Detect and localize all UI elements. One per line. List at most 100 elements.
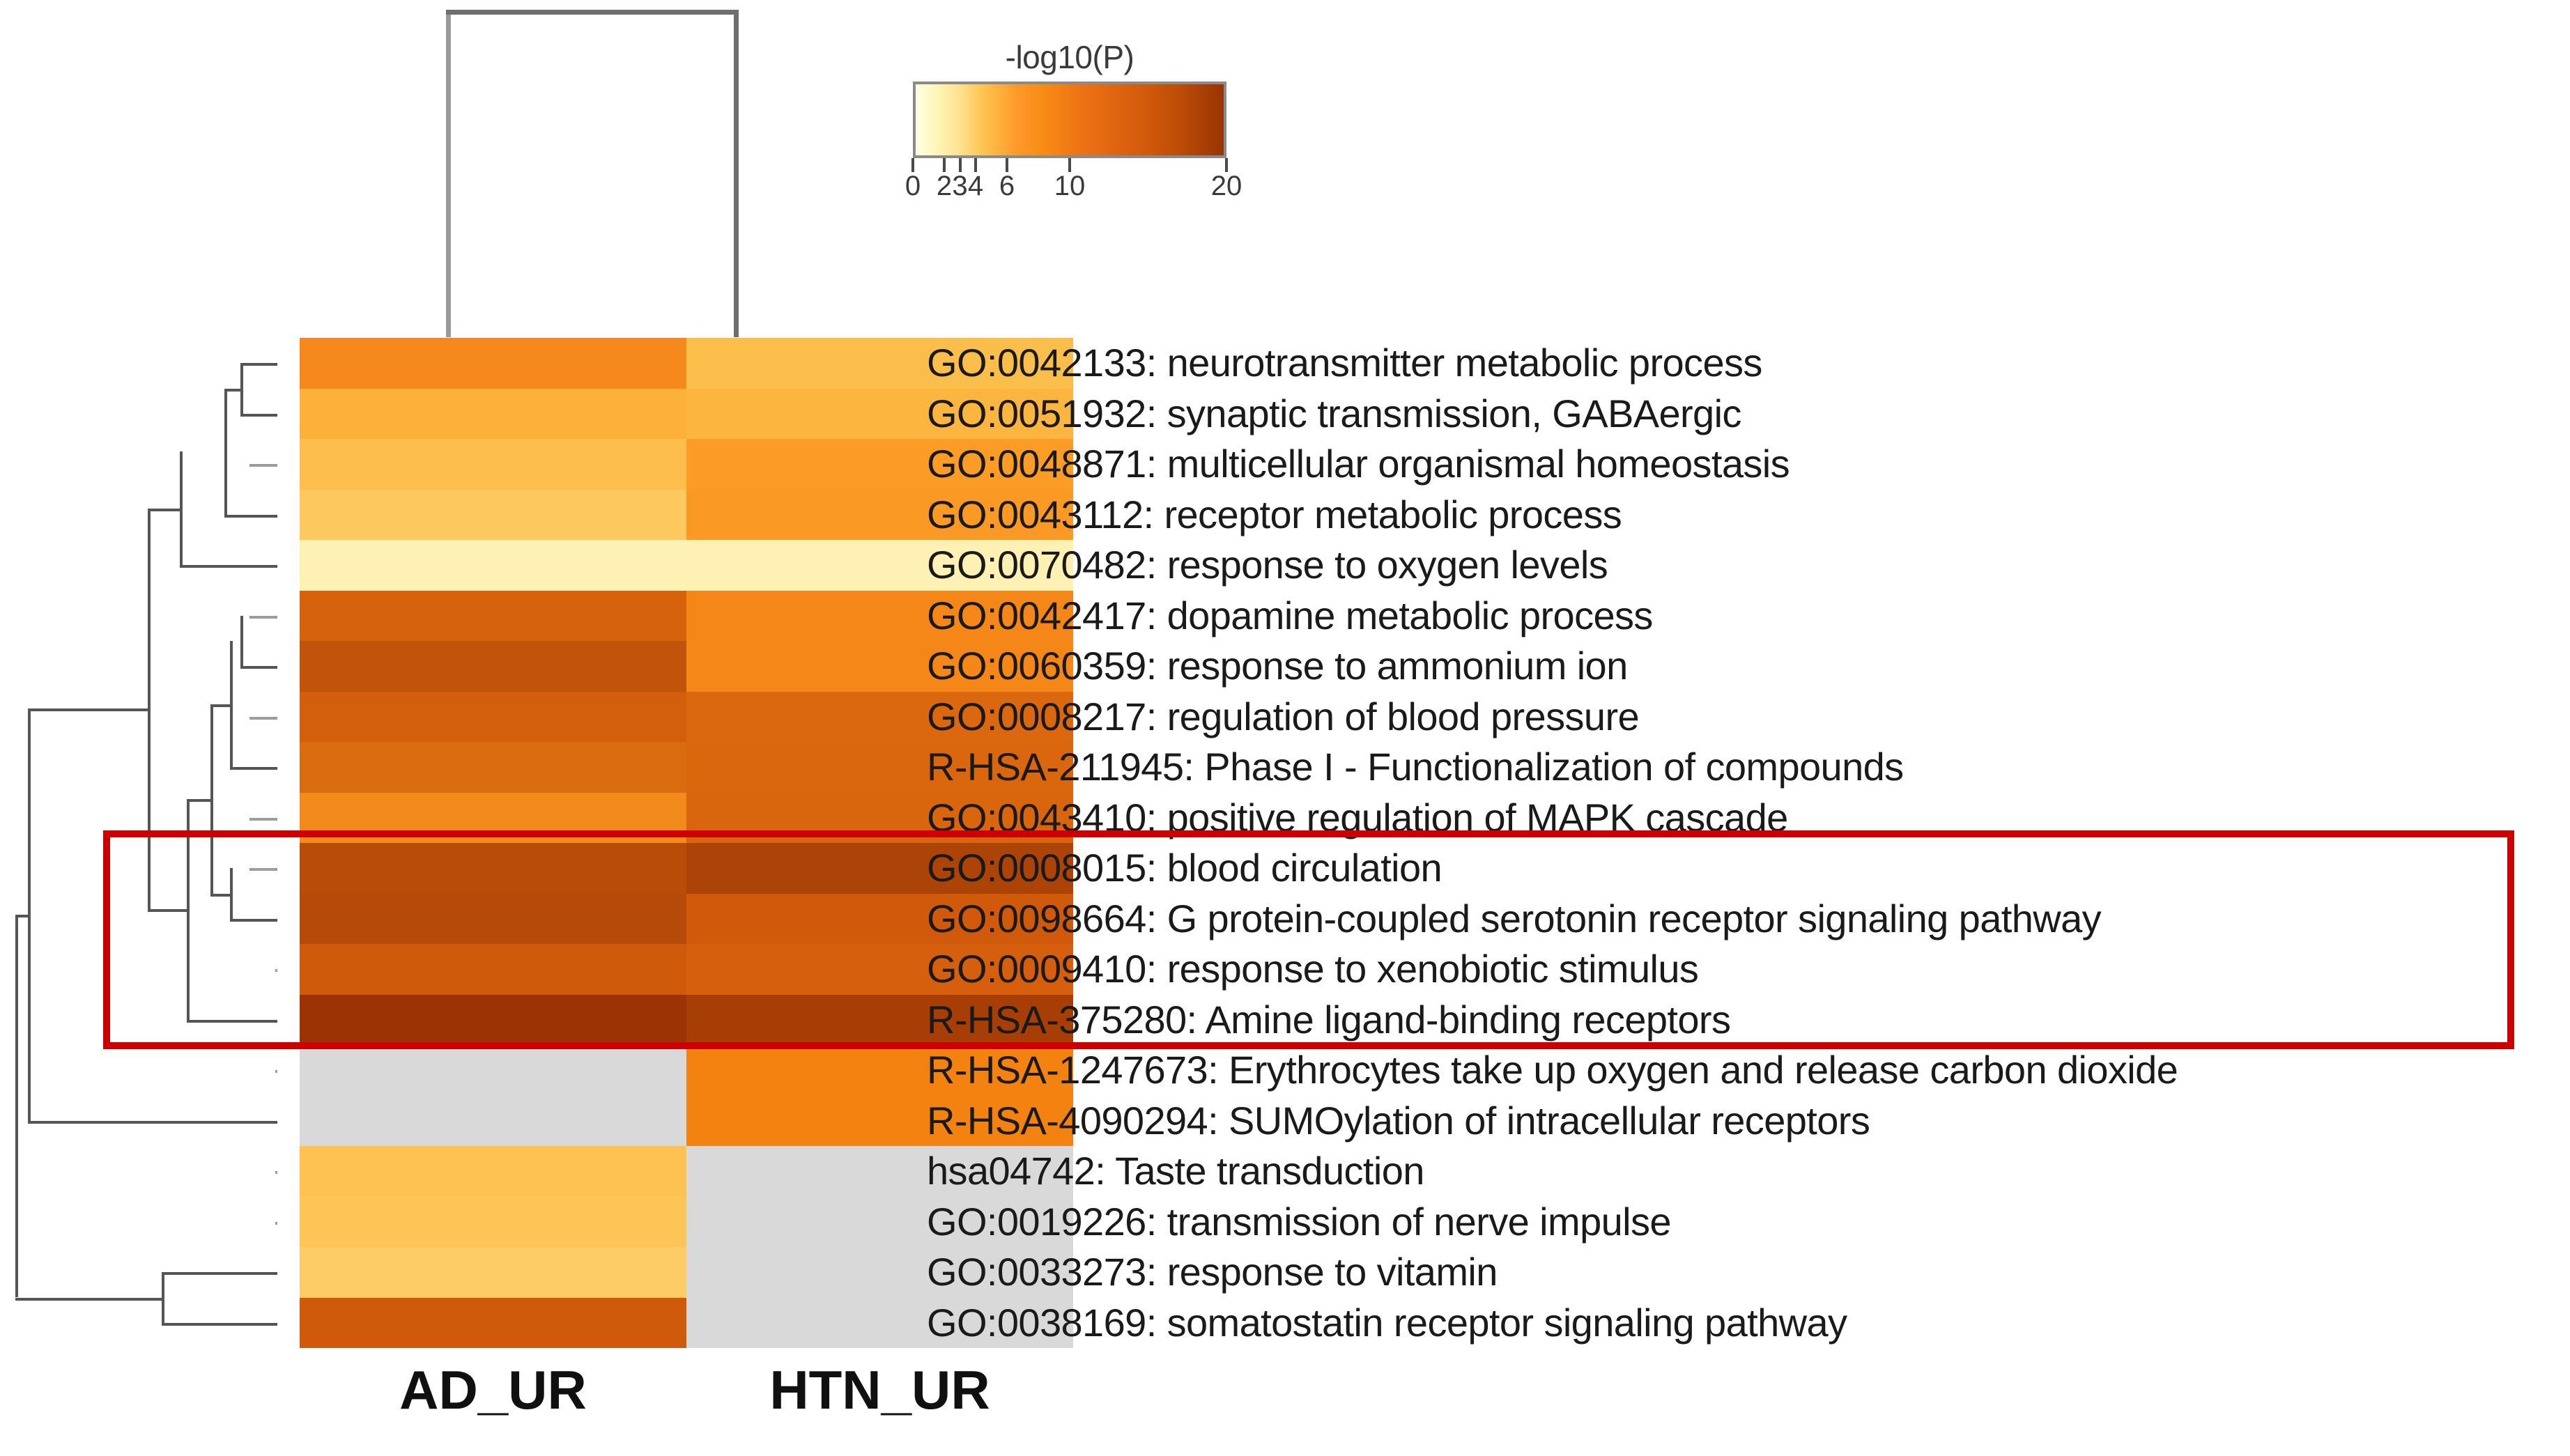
- heatmap-cell: [300, 994, 686, 1045]
- row-label: GO:0043410: positive regulation of MAPK …: [927, 795, 1788, 839]
- dendrogram-branch: [15, 915, 18, 1298]
- heatmap-row: [300, 742, 1073, 793]
- colorbar-tick-label: 0: [905, 171, 921, 201]
- row-label: GO:0051932: synaptic transmission, GABAe…: [927, 391, 1741, 435]
- heatmap-row: [300, 843, 1073, 894]
- row-label: GO:0019226: transmission of nerve impuls…: [927, 1199, 1672, 1244]
- heatmap-cell: [300, 742, 686, 793]
- dendrogram-branch: [162, 1322, 277, 1326]
- colorbar-gradient: [913, 82, 1226, 158]
- heatmap-cell: [686, 893, 1073, 944]
- colorbar-tick-label: 2: [936, 171, 953, 201]
- heatmap-row: [300, 1045, 1073, 1096]
- heatmap-cell: [300, 843, 686, 894]
- colorbar-tick: [1225, 158, 1228, 172]
- dendrogram-branch: [249, 615, 277, 619]
- dendrogram-branch: [224, 388, 240, 392]
- heatmap-cell: [686, 338, 1073, 389]
- dendrogram-branch: [180, 451, 183, 566]
- dendrogram-branch: [275, 969, 277, 973]
- dendrogram-branch: [240, 615, 243, 667]
- heatmap-row: [300, 489, 1073, 540]
- dendrogram-branch: [28, 1120, 277, 1124]
- heatmap-row: [300, 893, 1073, 944]
- colorbar-ticks: [911, 158, 1228, 176]
- dendrogram-branch: [15, 915, 28, 918]
- colorbar-title: -log10(P): [1005, 39, 1134, 75]
- heatmap-row: [300, 1095, 1073, 1146]
- dendrogram-branch: [230, 868, 233, 919]
- colorbar-tick: [1068, 158, 1071, 172]
- heatmap-cell: [686, 439, 1073, 490]
- dendrogram-branch: [148, 508, 151, 910]
- heatmap-cell: [300, 893, 686, 944]
- heatmap-row: [300, 439, 1073, 490]
- dendrogram-branch: [224, 388, 227, 515]
- colorbar-tick: [974, 158, 977, 172]
- heatmap-cell: [300, 792, 686, 843]
- dendrogram-branch: [28, 708, 31, 1121]
- heatmap-cell: [300, 944, 686, 995]
- dendrogram-branch: [230, 767, 277, 770]
- dendrogram-branch: [249, 464, 277, 467]
- heatmap-cell: [300, 338, 686, 389]
- dendrogram-branch: [240, 413, 277, 417]
- row-label: R-HSA-211945: Phase I - Functionalizatio…: [927, 745, 1904, 789]
- heatmap-cell-missing: [686, 1297, 1073, 1348]
- colorbar-tick: [958, 158, 962, 172]
- heatmap-row: [300, 1247, 1073, 1298]
- heatmap-row: [300, 388, 1073, 439]
- heatmap-cell: [686, 489, 1073, 540]
- column-label: HTN_UR: [769, 1359, 990, 1420]
- row-label: GO:0008015: blood circulation: [927, 846, 1442, 890]
- dendrogram-branch: [148, 508, 180, 511]
- dendrogram-branch: [187, 1019, 277, 1023]
- heatmap-cell: [686, 843, 1073, 894]
- dendrogram-branch: [230, 641, 233, 768]
- dendrogram-branch: [249, 716, 277, 720]
- heatmap-row: [300, 1297, 1073, 1348]
- heatmap-row: [300, 1196, 1073, 1247]
- heatmap-row: [300, 691, 1073, 742]
- heatmap-row: [300, 1146, 1073, 1197]
- heatmap-cell: [300, 590, 686, 641]
- dendrogram-branch: [275, 1070, 277, 1074]
- heatmap-cell: [686, 590, 1073, 641]
- colorbar-tick-label: 3: [952, 171, 968, 201]
- row-label: GO:0060359: response to ammonium ion: [927, 644, 1628, 688]
- dendrogram-branch: [240, 363, 277, 366]
- column-dendrogram-link: [446, 10, 739, 15]
- dendrogram-branch: [162, 1272, 277, 1276]
- column-dendrogram-left-branch: [446, 10, 451, 337]
- dendrogram-branch: [240, 666, 277, 669]
- dendrogram-branch: [275, 1221, 277, 1225]
- dendrogram-branch: [162, 1272, 164, 1323]
- colorbar-tick: [911, 158, 914, 172]
- row-label: GO:0008217: regulation of blood pressure: [927, 694, 1640, 738]
- heatmap-row: [300, 641, 1073, 692]
- dendrogram-branch: [210, 704, 230, 707]
- row-label: R-HSA-1247673: Erythrocytes take up oxyg…: [927, 1048, 2178, 1092]
- heatmap-row: [300, 338, 1073, 389]
- heatmap-cell-missing: [300, 1095, 686, 1146]
- heatmap-cell: [686, 691, 1073, 742]
- dendrogram-branch: [187, 798, 190, 1020]
- dendrogram-branch: [210, 704, 213, 894]
- colorbar-tick-label: 20: [1210, 171, 1242, 201]
- heatmap-cell: [300, 691, 686, 742]
- dendrogram-branch: [224, 514, 277, 518]
- heatmap-cell: [686, 1045, 1073, 1096]
- row-label: GO:0033273: response to vitamin: [927, 1250, 1498, 1294]
- dendrogram-branch: [28, 708, 148, 712]
- row-label: GO:0042417: dopamine metabolic process: [927, 593, 1653, 637]
- heatmap-cell: [300, 388, 686, 439]
- heatmap-row: [300, 540, 1073, 591]
- heatmap-row: [300, 994, 1073, 1045]
- colorbar-tick-label: 10: [1054, 171, 1086, 201]
- row-label: GO:0098664: G protein-coupled serotonin …: [927, 896, 2102, 940]
- colorbar-tick-label: 4: [967, 171, 984, 201]
- heatmap-cell: [300, 1297, 686, 1348]
